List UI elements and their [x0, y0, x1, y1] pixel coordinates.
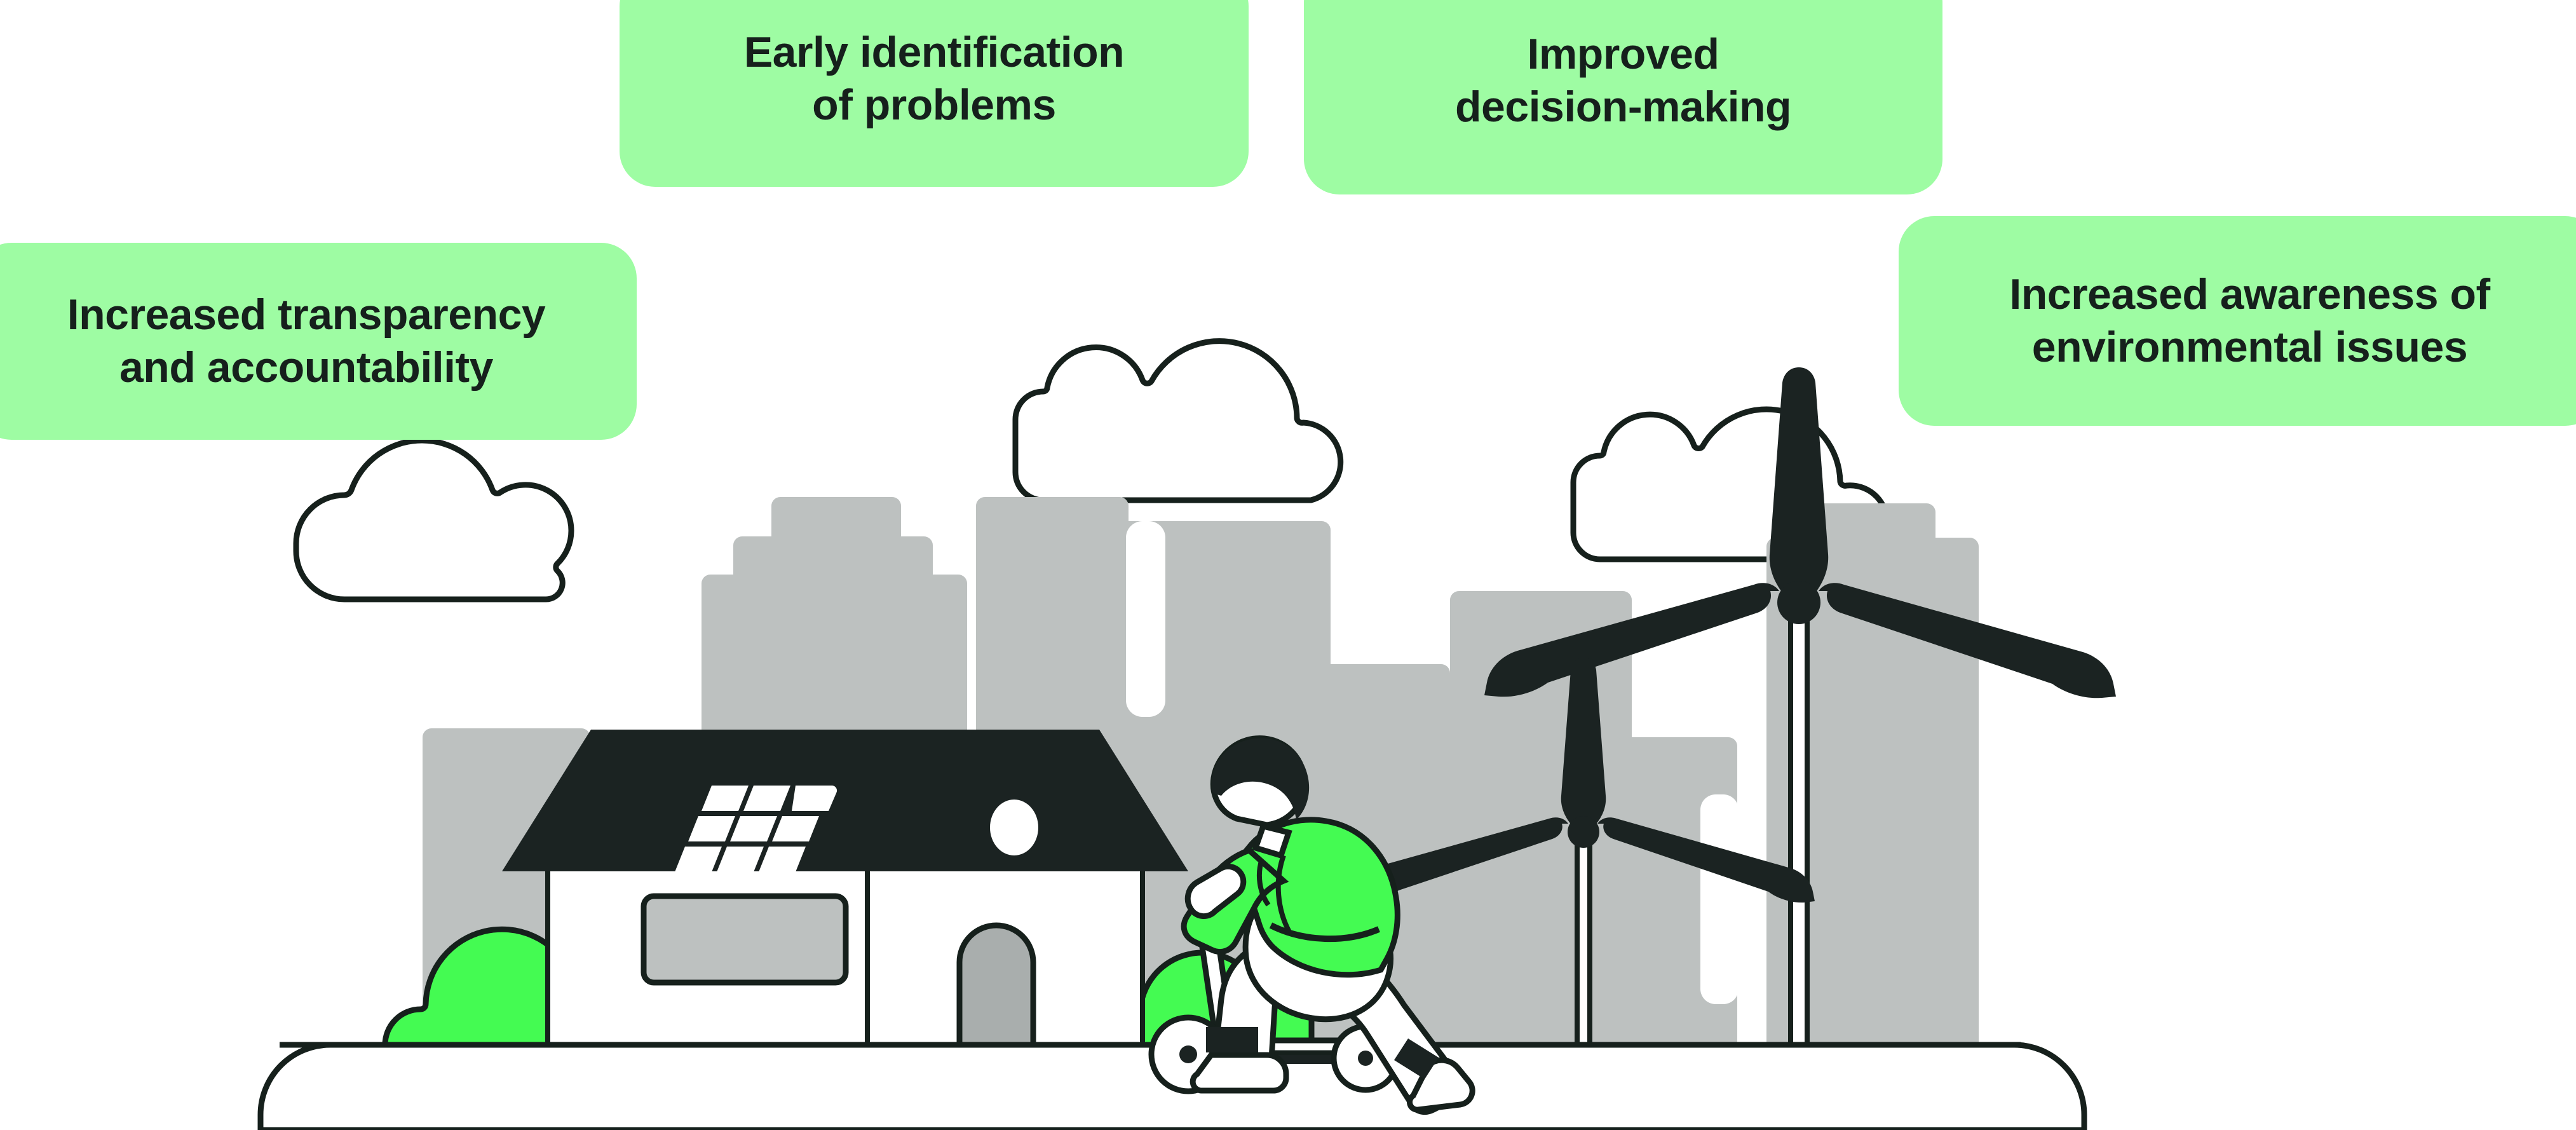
- callout-increased-transparency[interactable]: Increased transparency and accountabilit…: [0, 243, 637, 440]
- roof-window: [990, 800, 1038, 855]
- rider-back-ankle: [1394, 1038, 1439, 1079]
- callout-improved-decision-making[interactable]: Improved decision-making: [1304, 0, 1942, 194]
- building-4-gap: [1126, 521, 1165, 717]
- callout-early-identification[interactable]: Early identification of problems: [620, 0, 1249, 187]
- rider-hand: [1184, 863, 1247, 920]
- rider-jacket-hem: [1269, 922, 1380, 943]
- house-roof: [502, 730, 1188, 871]
- turbine-blade-up-small: [1561, 658, 1606, 837]
- turbine-blade-right-small: [1597, 817, 1815, 903]
- turbine-blade-left-large: [1484, 583, 1779, 697]
- wind-turbine-large: [1484, 367, 2116, 1054]
- callout-increased-awareness[interactable]: Increased awareness of environmental iss…: [1899, 216, 2576, 426]
- rider-neck: [1252, 822, 1292, 859]
- cloud-center: [1012, 338, 1344, 503]
- turbine-blade-left-small: [1352, 817, 1568, 902]
- callout-label: Improved decision-making: [1454, 30, 1792, 131]
- turbine-blade-up-large: [1769, 367, 1829, 610]
- turbine-mast-large: [1788, 595, 1810, 1054]
- callout-label: Increased transparency and accountabilit…: [67, 290, 546, 391]
- callout-label: Increased awareness of environmental iss…: [2009, 270, 2490, 371]
- rider-hair: [1211, 738, 1310, 820]
- callout-label: Early identification of problems: [743, 28, 1125, 129]
- rider-jacket-seam-1: [1256, 858, 1271, 907]
- solar-panel: [675, 786, 837, 872]
- cloud-left: [293, 437, 574, 602]
- turbine-hub-small: [1568, 816, 1599, 848]
- turbine-hub-large: [1777, 581, 1820, 624]
- scooter-rider: [1181, 735, 1475, 1115]
- house-window: [641, 893, 849, 986]
- rider-front-shoe: [1190, 1052, 1289, 1094]
- building-7-gap: [1700, 794, 1739, 1004]
- wind-turbine-small: [1352, 658, 1815, 1054]
- house-door: [956, 922, 1036, 1048]
- rider-front-ankle: [1206, 1027, 1258, 1052]
- rider-jacket-seam-2: [1275, 854, 1292, 934]
- house: [502, 730, 1188, 1048]
- turbine-blade-right-large: [1819, 583, 2116, 698]
